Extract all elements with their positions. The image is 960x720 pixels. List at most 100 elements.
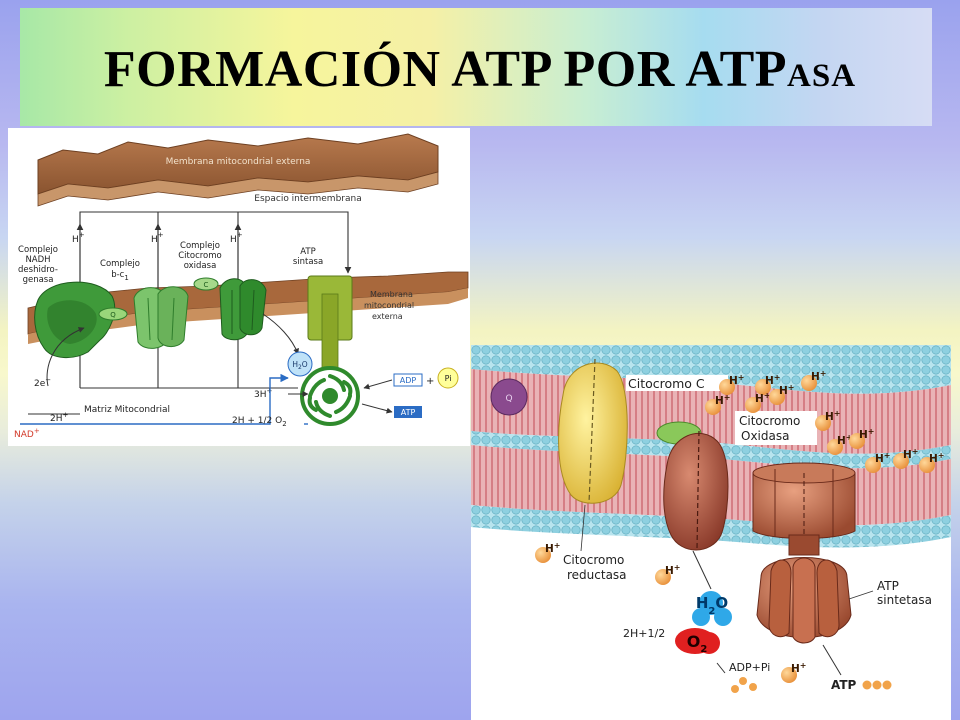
citocromo-c-label: Citocromo C — [628, 376, 705, 391]
svg-text:H+: H+ — [825, 409, 841, 423]
reaction-label: 2H + 1/2 O2 — [232, 416, 287, 428]
svg-text:H+: H+ — [859, 427, 875, 441]
svg-text:H+: H+ — [811, 369, 827, 383]
pi-label: Pi — [445, 374, 452, 383]
atp-sintetasa-line2: sintetasa — [877, 593, 932, 607]
h-ion: H+ — [919, 451, 945, 473]
svg-text:H+: H+ — [729, 373, 745, 387]
citocromo-oxidasa-line2: Oxidasa — [741, 429, 789, 443]
citocromo-c-label-bg — [626, 375, 728, 391]
svg-text:ATP: ATP — [300, 247, 315, 257]
h-ion-label-2: H+ — [151, 231, 164, 245]
atp-sintetasa-line1: ATP — [877, 579, 899, 593]
svg-text:H2O: H2O — [696, 594, 728, 617]
citocromo-oxidasa-line1: Citocromo — [739, 414, 800, 428]
nad-label: NAD+ — [14, 427, 40, 440]
plus-sign: + — [426, 376, 434, 387]
atp-synthase-shape — [300, 275, 360, 426]
q-label: Q — [110, 311, 116, 319]
h-ion: H+ — [769, 383, 795, 405]
svg-text:NADH: NADH — [25, 255, 50, 265]
reaction-right-label: 2H+1/2 — [623, 627, 665, 640]
atp-dots — [862, 680, 892, 690]
cytochrome-c — [193, 277, 219, 291]
title-subscript: ASA — [787, 58, 857, 94]
complex-4-shape — [219, 278, 267, 341]
atp-right-label: ATP — [831, 678, 857, 692]
svg-text:H+: H+ — [903, 447, 919, 461]
citocromo-reductasa-line1: Citocromo — [563, 553, 624, 567]
atp-sintetasa-label-bg — [875, 577, 941, 609]
svg-text:H+: H+ — [837, 433, 853, 447]
intermembrane-space-label: Espacio intermembrana — [254, 194, 361, 204]
water-molecule — [287, 351, 313, 377]
svg-text:H+: H+ — [765, 373, 781, 387]
electron-path — [46, 327, 85, 387]
inner-membrane-line2: mitocondrial — [364, 301, 414, 310]
h-ion-label-1: H+ — [72, 231, 85, 245]
svg-text:Complejo: Complejo — [180, 241, 220, 251]
h-ion: H+ — [893, 447, 919, 469]
svg-text:H+: H+ — [665, 563, 681, 577]
h-ion: H+ — [815, 409, 841, 431]
h-ion: H+ — [801, 369, 827, 391]
complex-3-label: Complejo b-c1 — [100, 259, 140, 282]
atp-synthase-label: ATP sintasa — [293, 247, 323, 267]
h-ion: H+ — [755, 373, 781, 395]
svg-text:H+: H+ — [715, 393, 731, 407]
svg-text:H+: H+ — [791, 661, 807, 675]
svg-text:Citocromo: Citocromo — [178, 251, 222, 261]
complex-1-label: Complejo NADH deshidro- genasa — [18, 245, 58, 285]
reductasa-pointer — [580, 504, 586, 552]
title-band — [20, 8, 932, 126]
h-ion-label-3: H+ — [230, 231, 243, 245]
water-molecule-right: H2O — [692, 591, 732, 626]
matrix-arrows — [692, 550, 726, 674]
atp-release-arrow — [822, 644, 842, 676]
cytochrome-oxidase-shape — [663, 430, 729, 551]
atp-sintetasa-shape — [752, 462, 856, 644]
c-label: C — [204, 281, 209, 289]
outer-membrane — [37, 133, 439, 207]
title-main: FORMACIÓN ATP POR ATP — [103, 41, 788, 98]
oxygen-molecule: O2 — [675, 628, 720, 655]
h-ion: H+ — [781, 661, 807, 683]
slide-title: FORMACIÓN ATP POR ATPASA — [0, 40, 960, 99]
h-ions: H+ H+ H+ H+ H+ H+ H+ H+ H+ H+ H+ H+ H+ H… — [535, 369, 945, 683]
complex-1-shape — [34, 281, 116, 358]
svg-text:H+: H+ — [875, 451, 891, 465]
oxygen-reduction-arrow — [262, 313, 299, 355]
svg-text:Complejo: Complejo — [18, 245, 58, 255]
svg-text:H+: H+ — [929, 451, 945, 465]
svg-text:H+: H+ — [755, 391, 771, 405]
atp-out-arrow — [361, 403, 393, 414]
h-ion: H+ — [535, 541, 561, 563]
atp-label: ATP — [401, 408, 416, 417]
cytochrome-reductase-shape — [558, 358, 628, 504]
svg-text:genasa: genasa — [23, 275, 54, 285]
svg-text:Complejo: Complejo — [100, 259, 140, 269]
right-q-label: Q — [505, 394, 512, 404]
svg-text:H+: H+ — [545, 541, 561, 555]
adp-dots — [731, 677, 757, 693]
svg-text:oxidasa: oxidasa — [184, 261, 217, 271]
svg-text:sintasa: sintasa — [293, 257, 323, 267]
matrix-label: Matriz Mitocondrial — [84, 405, 170, 415]
h-ion: H+ — [719, 373, 745, 395]
pi-molecule — [437, 367, 459, 389]
citocromo-reductasa-line2: reductasa — [567, 568, 627, 582]
electron-transport-diagram: Membrana mitocondrial externa Espacio in… — [8, 128, 470, 446]
adp-box — [393, 373, 423, 387]
blue-flow-arrow — [20, 373, 289, 425]
svg-text:H+: H+ — [779, 383, 795, 397]
citocromo-oxidasa-label-bg — [735, 411, 817, 445]
adp-pi-label: ADP+Pi — [729, 661, 770, 674]
svg-text:O2: O2 — [687, 632, 708, 655]
two-h-label: 2H+ — [50, 411, 69, 424]
atp-sintetasa-pointer — [848, 590, 874, 600]
atp-box — [394, 406, 422, 418]
inner-membrane-line1: Membrana — [370, 290, 413, 299]
h-ion: H+ — [705, 393, 731, 415]
h-ion: H+ — [849, 427, 875, 449]
membrane-illustration: Q Citocromo C Citocromo Oxidasa ATP sint… — [471, 345, 951, 720]
